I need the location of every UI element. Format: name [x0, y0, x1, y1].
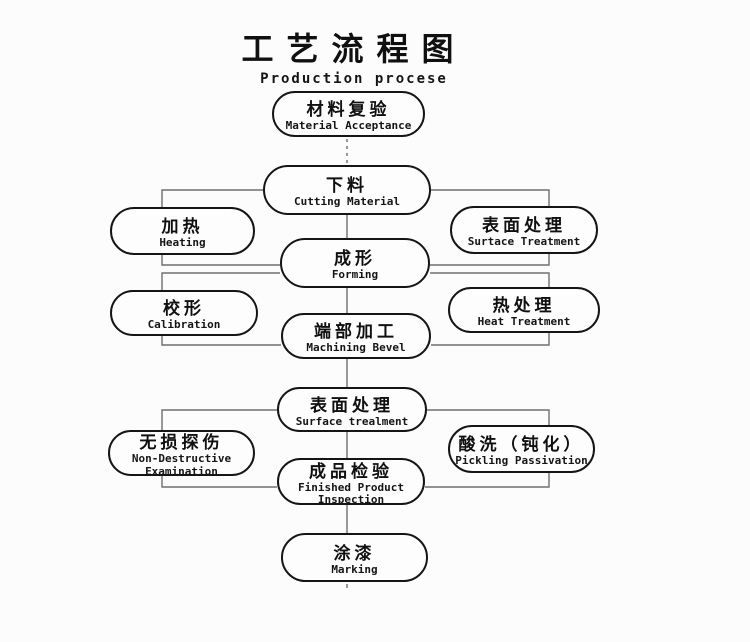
node-label-zh: 下料	[326, 176, 368, 196]
diagram-header: 工艺流程图 Production procese	[0, 24, 708, 87]
node-label-en: Material Acceptance	[285, 119, 412, 133]
node-label-en: Forming	[331, 268, 379, 282]
node-label-en: Surface trealment	[295, 414, 409, 428]
node-marking: 涂漆 Marking	[281, 533, 428, 582]
node-heating: 加热 Heating	[110, 207, 255, 255]
node-forming: 成形 Forming	[280, 238, 430, 288]
node-label-zh: 表面处理	[482, 216, 566, 236]
node-label-zh: 表面处理	[310, 395, 394, 415]
node-label-zh: 热处理	[492, 296, 556, 316]
node-material-acceptance: 材料复验 Material Acceptance	[272, 91, 425, 137]
node-label-zh: 端部加工	[314, 322, 398, 342]
node-label-zh: 无损探伤	[139, 433, 224, 453]
node-cutting-material: 下料 Cutting Material	[263, 165, 431, 215]
node-label-en: Cutting Material	[294, 195, 400, 209]
page-subtitle: Production procese	[260, 71, 448, 87]
node-label-zh: 材料复验	[306, 100, 391, 120]
node-label-zh: 校形	[163, 299, 205, 319]
node-label-en: Machining Bevel	[306, 341, 406, 355]
node-heat-treatment: 热处理 Heat Treatment	[448, 287, 600, 333]
node-finished-product-inspection: 成品检验 Finished Product Inspection	[277, 458, 425, 506]
node-label-zh: 涂漆	[333, 543, 376, 563]
node-label-en: Pickling Passivation	[455, 454, 588, 468]
node-label-en: Finished Product Inspection	[298, 480, 404, 506]
node-label-zh: 加热	[161, 217, 204, 237]
node-label-en: Heating	[159, 236, 206, 250]
node-label-zh: 成形	[334, 249, 376, 269]
edge-branches	[161, 189, 550, 488]
node-label-en: Surtace Treatment	[467, 235, 581, 249]
node-label-zh: 成品检验	[309, 461, 393, 481]
node-calibration: 校形 Calibration	[110, 290, 258, 336]
node-machining-bevel: 端部加工 Machining Bevel	[281, 313, 431, 359]
node-label-en: Heat Treatment	[477, 315, 571, 329]
node-pickling-passivation: 酸洗（钝化） Pickling Passivation	[448, 425, 595, 473]
node-surface-treatment: 表面处理 Surtace Treatment	[450, 206, 598, 254]
page-title: 工艺流程图	[241, 31, 467, 67]
node-label-zh: 酸洗（钝化）	[458, 435, 585, 455]
node-label-en: Non-Destructive Examination	[131, 452, 232, 478]
node-label-en: Calibration	[147, 318, 221, 332]
node-surface-trealment: 表面处理 Surface trealment	[277, 387, 427, 432]
node-non-destructive-examination: 无损探伤 Non-Destructive Examination	[108, 430, 255, 478]
node-label-en: Marking	[331, 562, 378, 576]
